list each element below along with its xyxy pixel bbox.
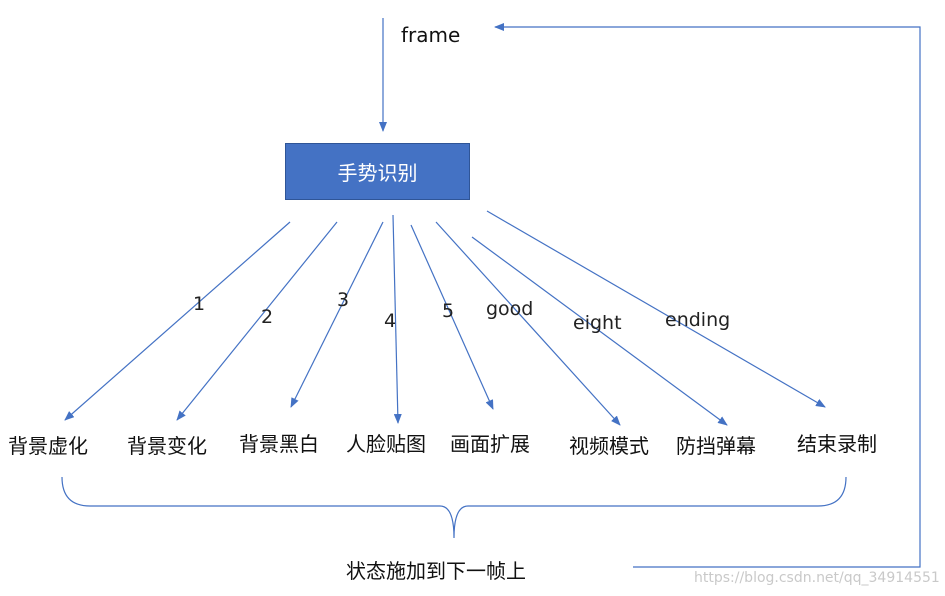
trigger-label-5: 5 bbox=[442, 300, 455, 322]
action-label-bw: 背景黑白 bbox=[239, 432, 319, 456]
trigger-label-4: 4 bbox=[384, 310, 397, 332]
gesture-recognition-label: 手势识别 bbox=[337, 161, 418, 185]
action-label-face-sticker: 人脸贴图 bbox=[346, 432, 426, 456]
gesture-arrow-3 bbox=[290, 221, 384, 408]
trigger-label-good: good bbox=[486, 298, 534, 320]
action-label-end-recording: 结束录制 bbox=[797, 432, 877, 456]
gesture-arrow-5 bbox=[410, 224, 494, 410]
action-label-expand: 画面扩展 bbox=[450, 432, 530, 456]
trigger-label-2: 2 bbox=[261, 306, 274, 328]
action-label-bg-change: 背景变化 bbox=[127, 434, 207, 458]
action-label-anti-block: 防挡弹幕 bbox=[676, 434, 756, 458]
action-label-video-mode: 视频模式 bbox=[569, 434, 649, 458]
trigger-label-3: 3 bbox=[337, 289, 350, 311]
feedback-arrow bbox=[494, 23, 921, 568]
watermark: https://blog.csdn.net/qq_34914551 bbox=[694, 570, 940, 586]
feedback-label: 状态施加到下一帧上 bbox=[346, 559, 526, 583]
gesture-arrow-4 bbox=[392, 214, 402, 424]
action-label-blur: 背景虚化 bbox=[8, 434, 88, 458]
grouping-brace bbox=[61, 476, 847, 539]
gesture-arrow-good bbox=[435, 221, 621, 426]
gesture-arrow-ending bbox=[486, 210, 826, 408]
trigger-label-eight: eight bbox=[573, 312, 622, 334]
gesture-arrow-2 bbox=[176, 221, 338, 421]
input-label: frame bbox=[401, 23, 461, 47]
trigger-label-ending: ending bbox=[665, 309, 731, 331]
gesture-arrow-eight bbox=[471, 236, 728, 426]
gesture-arrow-1 bbox=[64, 221, 291, 421]
gesture-recognition-node: 手势识别 bbox=[285, 143, 470, 200]
trigger-label-1: 1 bbox=[193, 293, 206, 315]
